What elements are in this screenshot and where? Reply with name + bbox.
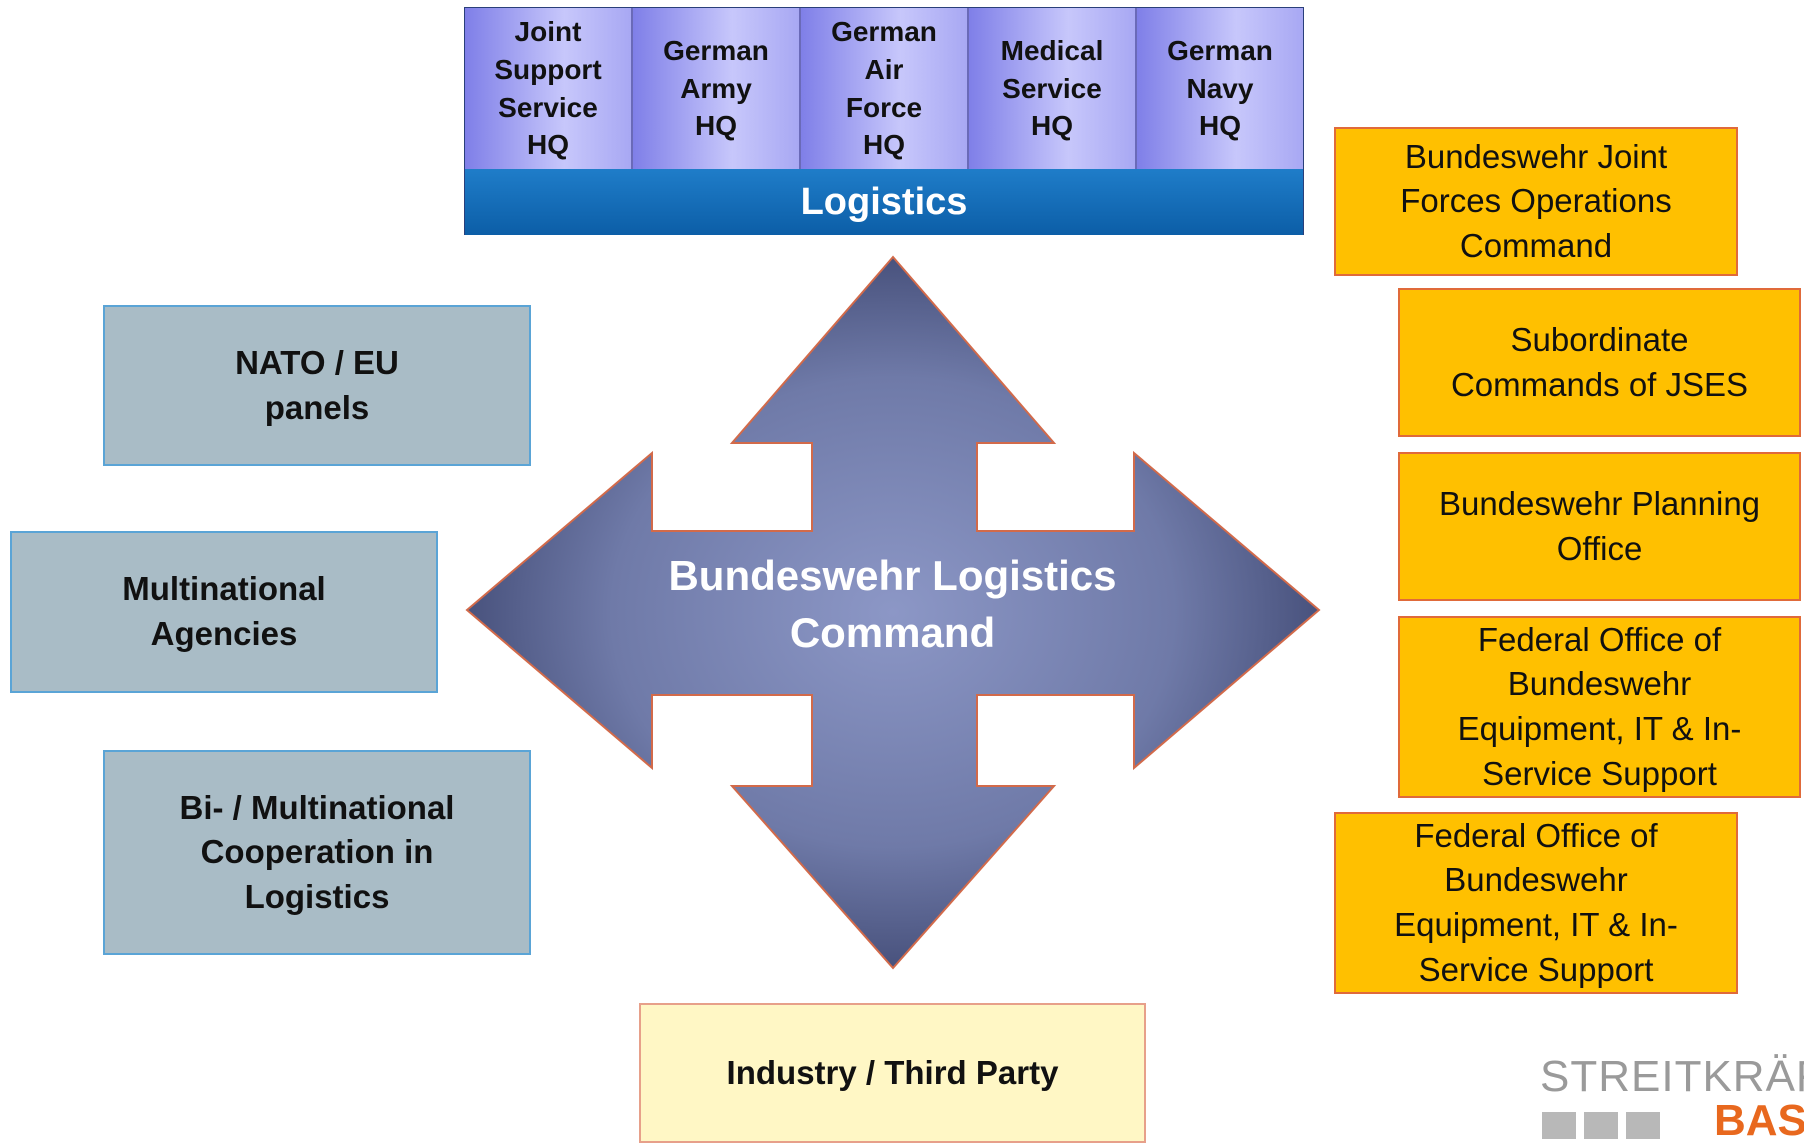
- streitkraeftebasis-logo: STREITKRÄF BAS: [1538, 1052, 1804, 1139]
- center-label: Bundeswehr Logistics Command: [668, 552, 1117, 656]
- hq-german-air-force: German Air Force HQ: [801, 8, 969, 169]
- box-nato-eu-panels: NATO / EU panels: [103, 305, 531, 466]
- hq-row: Joint Support Service HQ German Army HQ …: [465, 8, 1303, 169]
- logo-bas: BAS: [1714, 1096, 1804, 1139]
- logo-text: STREITKRÄF: [1540, 1052, 1804, 1101]
- box-bi-multinational-cooperation: Bi- / Multinational Cooperation in Logis…: [103, 750, 531, 955]
- box-subordinate-commands-jses: Subordinate Commands of JSES: [1398, 288, 1801, 437]
- logo-block: [1542, 1112, 1576, 1139]
- logistics-bar: Logistics: [465, 169, 1303, 235]
- box-industry-third-party: Industry / Third Party: [639, 1003, 1146, 1143]
- logo-block: [1626, 1112, 1660, 1139]
- hq-german-navy: German Navy HQ: [1137, 8, 1303, 169]
- box-federal-office-equipment-1: Federal Office of Bundeswehr Equipment, …: [1398, 616, 1801, 798]
- box-planning-office: Bundeswehr Planning Office: [1398, 452, 1801, 601]
- four-way-arrow-shape: [465, 255, 1321, 970]
- box-multinational-agencies: Multinational Agencies: [10, 531, 438, 693]
- logo-block: [1584, 1112, 1618, 1139]
- box-joint-forces-operations-command: Bundeswehr Joint Forces Operations Comma…: [1334, 127, 1738, 276]
- box-federal-office-equipment-2: Federal Office of Bundeswehr Equipment, …: [1334, 812, 1738, 994]
- hq-joint-support-service: Joint Support Service HQ: [465, 8, 633, 169]
- hq-medical-service: Medical Service HQ: [969, 8, 1137, 169]
- hq-strip: Joint Support Service HQ German Army HQ …: [464, 7, 1304, 235]
- hq-german-army: German Army HQ: [633, 8, 801, 169]
